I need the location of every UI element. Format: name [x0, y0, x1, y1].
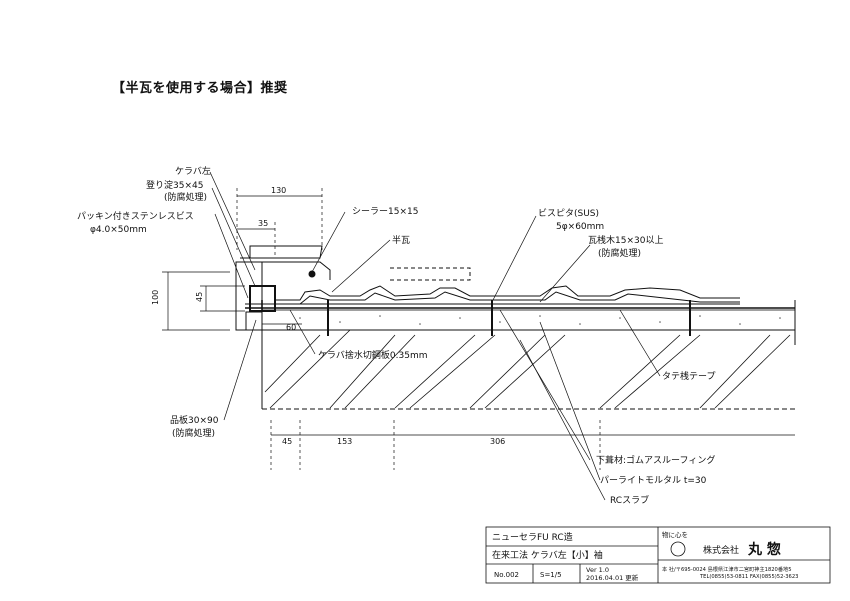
label-shitabuki: 下葺材:ゴムアスルーフィング [596, 454, 715, 466]
labels: ケラバ左 登り淀35×45 (防腐処理) パッキン付きステンレスビス φ4.0×… [77, 165, 715, 506]
tb-scale: S=1/5 [540, 571, 562, 579]
tile-profile-top [275, 285, 740, 301]
label-perlite: パーライトモルタル t=30 [600, 475, 707, 486]
dimensions [162, 188, 795, 470]
tile-hidden-line [390, 267, 471, 281]
dim-153: 153 [337, 437, 352, 446]
label-sealer: シーラー15×15 [352, 206, 418, 217]
label-kawarasan: 瓦桟木15×30以上 [588, 234, 663, 246]
tb-company-name: 丸 惣 [747, 541, 781, 558]
dim-130: 130 [271, 186, 286, 195]
roof-section [235, 245, 796, 410]
label-bisupita: ビスピタ(SUS) [538, 208, 599, 219]
tb-motto: 物に心を [662, 530, 688, 539]
tb-company: 株式会社 [703, 544, 739, 556]
label-keraba-plate: ケラバ捨水切鋼板0.35mm [318, 349, 427, 361]
label-keraba-left: ケラバ左 [175, 165, 211, 177]
sealer-bead [308, 270, 316, 278]
mortar-dots [299, 315, 781, 325]
tb-number: No.002 [494, 571, 519, 579]
label-boufu-2: (防腐処理) [598, 247, 641, 259]
dim-60: 60 [286, 323, 296, 332]
dim-100: 100 [151, 290, 160, 305]
tb-tel: TEL(0855)53-0811 FAX(0855)52-3623 [699, 574, 798, 580]
dim-35: 35 [258, 219, 268, 228]
leader-lines [209, 171, 661, 501]
tb-method: 在来工法 ケラバ左【小】袖 [492, 549, 603, 561]
label-packing-screw: パッキン付きステンレスビス [77, 211, 194, 222]
label-tatesan-tape: タテ桟テープ [662, 370, 715, 382]
tb-product: ニューセラFU RC造 [492, 531, 573, 543]
screws [327, 300, 691, 336]
tb-date: 2016.04.01 更新 [586, 573, 639, 582]
label-nobori-yodo: 登り淀35×45 [146, 179, 203, 191]
label-phi-screw: φ4.0×50mm [90, 225, 147, 235]
tb-address: 本 社/〒695-0024 島根県江津市二宮町神主1820番地5 [662, 565, 792, 573]
label-hanaita: 品板30×90 [170, 414, 219, 426]
label-boufu-1: (防腐処理) [164, 191, 207, 203]
tb-version: Ver 1.0 [586, 566, 609, 574]
dim-45: 45 [282, 437, 292, 446]
tile-profile-bottom [265, 291, 740, 305]
label-boufu-3: (防腐処理) [172, 427, 215, 439]
dim-306: 306 [490, 437, 505, 446]
title-block-text: ニューセラFU RC造 在来工法 ケラバ左【小】袖 No.002 S=1/5 V… [492, 530, 798, 582]
verge-tile-inner [262, 261, 331, 280]
mortar-layer [261, 309, 796, 331]
hanaita-board [245, 311, 263, 331]
title-block [485, 526, 831, 584]
label-rc-slab: RCスラブ [610, 494, 649, 506]
verge-tile-top [240, 245, 323, 259]
drawing-heading: 【半瓦を使用する場合】推奨 [112, 81, 288, 96]
label-bisupita-size: 5φ×60mm [556, 222, 604, 232]
dim-45-vertical: 45 [195, 292, 204, 302]
slab-hatch [264, 329, 791, 409]
label-hangawara: 半瓦 [392, 234, 410, 246]
